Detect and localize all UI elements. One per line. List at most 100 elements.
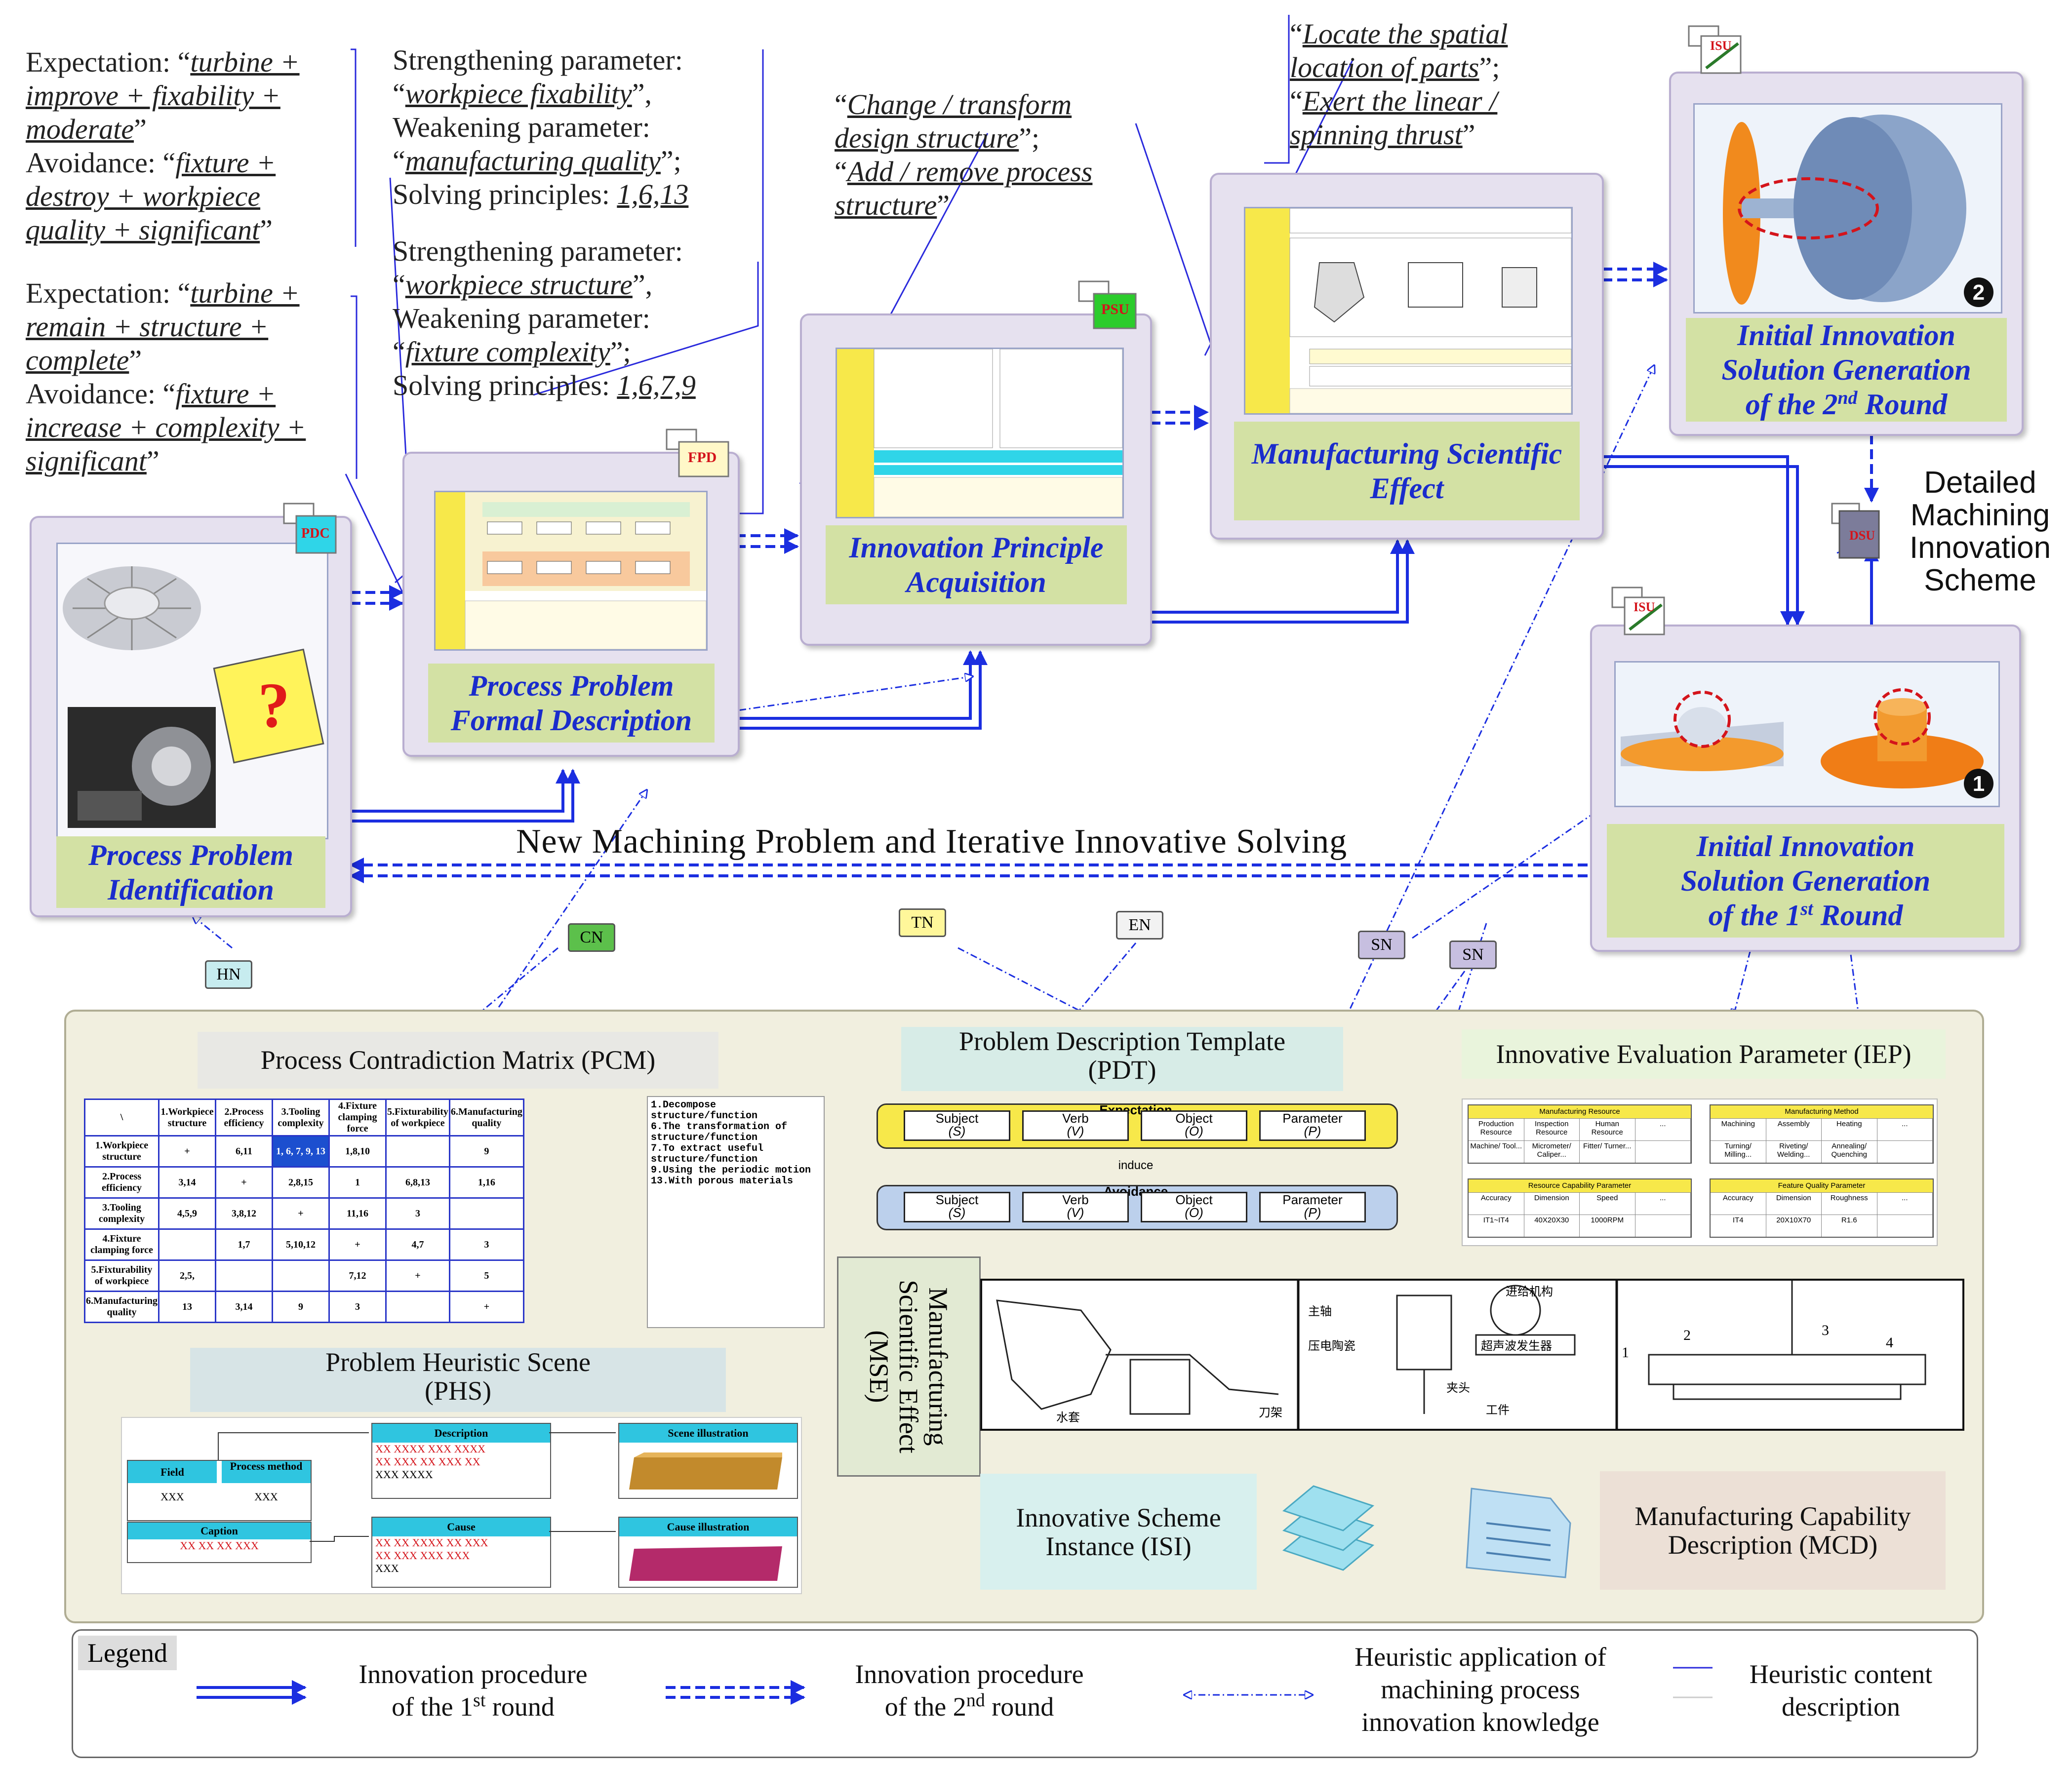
phs-caption-label: Caption: [128, 1523, 311, 1539]
round1-label-line1: Initial Innovation: [1696, 830, 1915, 863]
pcm-cell: +: [328, 1228, 387, 1261]
round1-model: 1: [1614, 661, 2000, 807]
mse-fig2-label-6: 工件: [1486, 1403, 1510, 1417]
pcm-cell: 1.Workpiece structure: [84, 1135, 159, 1168]
node-sn-2[interactable]: SN: [1449, 941, 1497, 969]
pcm-cell: 3,8,12: [215, 1197, 273, 1230]
round2-label-line2: Solution Generation: [1721, 353, 1971, 386]
iep-cell: [1635, 1215, 1691, 1237]
avoidance-label: Avoidance: “: [26, 147, 176, 179]
stage-round2[interactable]: 2 Initial Innovation Solution Generation…: [1669, 72, 2024, 436]
mcd-title: Manufacturing Capability Description (MC…: [1600, 1471, 1946, 1590]
legend: Legend Innovation procedure of the 1st r…: [72, 1629, 1978, 1758]
phs-cause-label: Cause: [372, 1518, 550, 1536]
node-sn-1[interactable]: SN: [1358, 931, 1405, 959]
principle-acquisition-form: [836, 348, 1124, 518]
node-en[interactable]: EN: [1116, 911, 1163, 940]
pcm-cell: 2,5,: [158, 1259, 216, 1292]
stage-round1[interactable]: 1 Initial Innovation Solution Generation…: [1590, 625, 2021, 952]
legend-round1-sup: st: [473, 1690, 486, 1711]
scientific-effect-form: [1244, 207, 1573, 415]
pcm-cell: 6,11: [215, 1135, 273, 1168]
phs-field-label: Field: [128, 1461, 217, 1483]
mse-title-box: Manufacturing Scientific Effect (MSE): [837, 1256, 981, 1477]
pdt-box-name: Object: [1175, 1111, 1213, 1126]
iep-cell: Assembly: [1766, 1118, 1822, 1140]
iep-cell: IT1~IT4: [1469, 1215, 1524, 1237]
pcm-header-cell: 5.Fixturability of workpiece: [385, 1098, 450, 1137]
iep-cell: Fitter/ Turner...: [1580, 1140, 1635, 1163]
expect2-line1: turbine +: [190, 277, 300, 309]
iep-cell: Production Resource: [1469, 1118, 1524, 1140]
expect1-line2: improve + fixability +: [26, 79, 280, 112]
legend-round2: Innovation procedure of the 2nd round: [821, 1658, 1117, 1723]
isu1-document-icon: ISU: [1610, 585, 1669, 639]
pdt-box-name: Verb: [1062, 1111, 1089, 1126]
mse-title: Manufacturing Scientific Effect (MSE): [864, 1280, 953, 1453]
pcm-header-cell: \: [84, 1098, 159, 1137]
node-cn[interactable]: CN: [568, 923, 615, 952]
pcm-cell: 3: [385, 1197, 450, 1230]
expect2-line2: remain + structure +: [26, 311, 269, 343]
pcm-cell: 2,8,15: [272, 1166, 330, 1199]
psu-tag-text: PSU: [1101, 301, 1129, 317]
pcm-cell: 3.Tooling complexity: [84, 1197, 159, 1230]
round2-arrows: [349, 262, 1879, 883]
iep-block-row: Turning/ Milling...Riveting/ Welding...A…: [1711, 1140, 1933, 1163]
phs-cause-illus-box: Cause illustration: [618, 1517, 798, 1588]
legend-round2-round: round: [985, 1692, 1054, 1722]
pcm-cell: 1, 6, 7, 9, 13: [272, 1135, 330, 1168]
pdt-box-name: Parameter: [1282, 1111, 1343, 1126]
iep-cell: Machine/ Tool...: [1469, 1140, 1524, 1163]
weak-param-2: fixture complexity: [405, 336, 610, 368]
expect1-line1: turbine +: [190, 46, 300, 78]
round1-label: Initial Innovation Solution Generation o…: [1607, 824, 2004, 938]
pcm-cell: +: [215, 1166, 273, 1199]
strength-label: Strengthening parameter:: [393, 235, 683, 267]
cause-illustration-image: [629, 1546, 782, 1581]
isu1-tag-text: ISU: [1634, 600, 1655, 614]
principle-7: 7.To extract useful structure/function: [651, 1143, 764, 1165]
legend-round1: Innovation procedure of the 1st round: [325, 1658, 621, 1723]
mse-fig2-label-3: 压电陶瓷: [1308, 1339, 1355, 1353]
node-tn[interactable]: TN: [899, 908, 946, 937]
pcm-cell: [272, 1259, 330, 1292]
isu2-tag-text: ISU: [1710, 39, 1732, 53]
identification-label: Process Problem Identification: [56, 836, 325, 908]
pdt-box-name: Object: [1175, 1192, 1213, 1207]
iep-block-title: Manufacturing Resource: [1469, 1105, 1691, 1118]
stage-identification[interactable]: ? Process Problem Identification: [30, 516, 352, 917]
phs-desc-line1: XX XXXX XXX XXXX: [375, 1443, 486, 1455]
scene-illustration-image: [629, 1452, 782, 1490]
stage-scientific-effect[interactable]: Manufacturing Scientific Effect: [1210, 173, 1604, 540]
avoid2-line3: significant: [26, 445, 147, 477]
principles-2: 1,6,7,9: [617, 369, 696, 401]
node-hn[interactable]: HN: [205, 960, 252, 989]
pdt-title-line2: (PDT): [1088, 1055, 1156, 1085]
document-file-icon: [1462, 1484, 1575, 1582]
formal-description-form: [434, 491, 708, 651]
iep-cell: ...: [1877, 1118, 1933, 1140]
pcm-cell: 13: [158, 1291, 216, 1323]
stage-principle-acquisition[interactable]: Innovation Principle Acquisition: [800, 314, 1152, 646]
mcd-title-line2: Description (MCD): [1668, 1530, 1878, 1560]
phs-title-line2: (PHS): [424, 1376, 492, 1406]
pcm-cell: 6,8,13: [385, 1166, 450, 1199]
stage-formal-description[interactable]: Process Problem Formal Description: [402, 452, 740, 757]
fpd-document-icon: FPD: [664, 427, 733, 481]
pcm-cell: +: [448, 1291, 524, 1323]
legend-content-line1: Heuristic content: [1749, 1659, 1933, 1689]
iep-cell: 1000RPM: [1580, 1215, 1635, 1237]
iep-cell: Speed: [1580, 1192, 1635, 1215]
dsu-tag-text: DSU: [1849, 528, 1875, 543]
pcm-cell: 7,12: [328, 1259, 387, 1292]
pcm-cell: 4,5,9: [158, 1197, 216, 1230]
pdt-diagram: Expectation Avoidance induce Subject(S)V…: [877, 1102, 1398, 1242]
pcm-cell: 3,14: [215, 1291, 273, 1323]
turbine-photos: ?: [63, 566, 324, 828]
